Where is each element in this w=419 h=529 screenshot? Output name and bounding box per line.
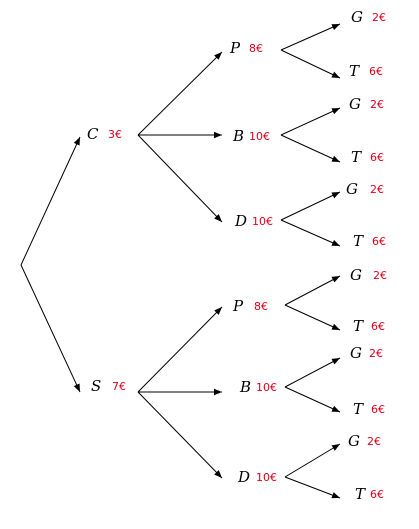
- node-label-C-D: D: [234, 212, 247, 230]
- edge-S-P-G: [284, 275, 341, 306]
- leaf-label-C-P-G: G: [351, 8, 363, 26]
- leaf-label-C-B-T: T: [351, 148, 362, 166]
- edge-C-P-T: [280, 49, 341, 79]
- leaf-price-C-P-T: 6€: [369, 65, 383, 78]
- edge-C-D: [137, 134, 223, 223]
- leaf-label-S-D-T: T: [355, 485, 366, 503]
- leaf-price-C-D-T: 6€: [372, 235, 386, 248]
- node-price-S-P: 8€: [254, 300, 268, 313]
- leaf-price-S-B-G: 2€: [369, 347, 383, 360]
- node-label-C-B: B: [232, 127, 244, 145]
- node-price-C-B: 10€: [249, 130, 270, 143]
- leaf-label-C-P-T: T: [349, 62, 360, 80]
- leaf-price-S-D-G: 2€: [367, 435, 381, 448]
- leaf-label-C-B-G: G: [349, 95, 361, 113]
- node-label-S: S: [91, 377, 101, 395]
- leaf-price-C-B-T: 6€: [370, 151, 384, 164]
- node-price-C-D: 10€: [252, 215, 273, 228]
- edge-S-P-T: [284, 304, 341, 331]
- leaf-price-S-B-T: 6€: [371, 403, 385, 416]
- leaf-label-S-P-G: G: [350, 266, 362, 284]
- leaf-label-C-D-T: T: [353, 232, 364, 250]
- edge-S-B-T: [284, 386, 341, 413]
- node-label-S-B: B: [239, 378, 251, 396]
- leaf-price-C-D-G: 2€: [370, 183, 384, 196]
- edge-root-C: [20, 136, 81, 266]
- edge-C-P-G: [280, 23, 341, 51]
- node-label-C: C: [87, 125, 99, 143]
- edge-S-D-T: [284, 476, 341, 499]
- edge-S-B-G: [284, 357, 341, 388]
- edges-group: [20, 23, 341, 499]
- leaf-label-S-P-T: T: [353, 317, 364, 335]
- node-label-S-D: D: [237, 468, 250, 486]
- edge-S-D: [137, 391, 223, 479]
- node-price-C: 3€: [108, 128, 122, 141]
- edge-C-P: [137, 51, 223, 136]
- leaf-price-C-P-G: 2€: [372, 11, 386, 24]
- node-price-S: 7€: [112, 380, 126, 393]
- edge-S-P: [137, 306, 223, 393]
- leaf-label-S-D-G: G: [348, 432, 360, 450]
- edge-C-B-G: [280, 107, 341, 136]
- edge-C-D-G: [280, 191, 341, 221]
- leaf-price-S-D-T: 6€: [370, 488, 384, 501]
- edge-C-B-T: [280, 134, 341, 163]
- leaf-price-S-P-T: 6€: [371, 320, 385, 333]
- node-label-C-P: P: [229, 39, 241, 57]
- leaf-label-S-B-T: T: [353, 400, 364, 418]
- edge-C-D-T: [280, 219, 341, 247]
- leaf-price-S-P-G: 2€: [373, 269, 387, 282]
- leaf-label-C-D-G: G: [346, 180, 358, 198]
- leaf-price-C-B-G: 2€: [370, 98, 384, 111]
- edge-root-S: [20, 264, 81, 393]
- node-price-C-P: 8€: [249, 42, 263, 55]
- node-label-S-P: P: [232, 297, 244, 315]
- node-price-S-B: 10€: [256, 381, 277, 394]
- leaf-label-S-B-G: G: [350, 344, 362, 362]
- edge-S-D-G: [284, 443, 341, 478]
- node-price-S-D: 10€: [256, 471, 277, 484]
